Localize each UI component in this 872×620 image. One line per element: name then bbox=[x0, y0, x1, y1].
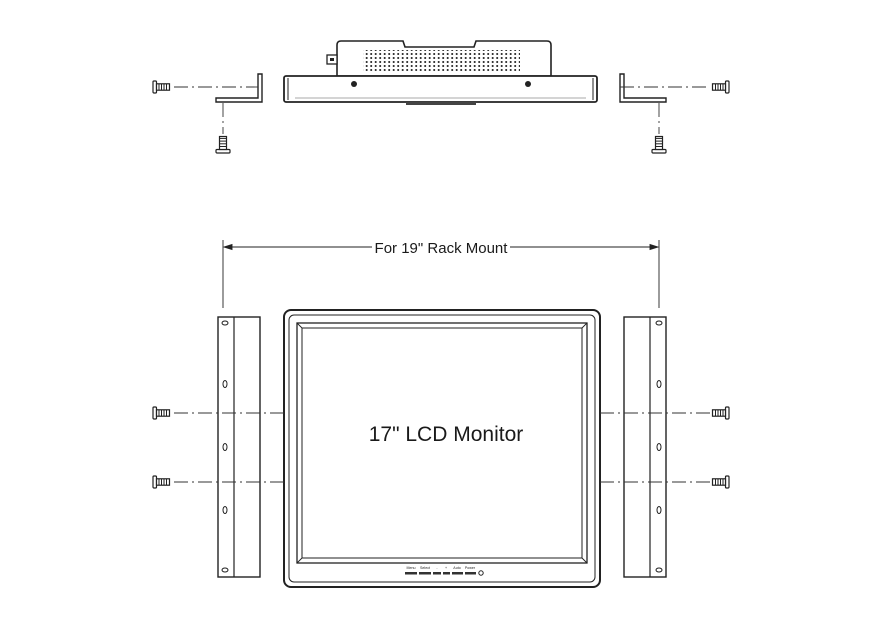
button-label-minus: - bbox=[436, 566, 438, 570]
button-label-select: Select bbox=[420, 566, 430, 570]
top-view-vent-grille bbox=[363, 50, 520, 72]
button-label-power: Power bbox=[465, 566, 476, 570]
front-button-panel: Menu Select - + Auto Power bbox=[405, 566, 484, 576]
screw-icon bbox=[711, 80, 730, 94]
monitor-front bbox=[283, 309, 601, 588]
screw-icon bbox=[152, 475, 171, 489]
top-view-mount-hole-left bbox=[351, 81, 357, 87]
button-label-auto: Auto bbox=[453, 566, 460, 570]
screw-icon bbox=[152, 80, 171, 94]
top-view bbox=[152, 40, 730, 154]
rack-ear-right bbox=[623, 316, 667, 578]
screw-icon bbox=[711, 475, 730, 489]
screw-icon bbox=[215, 135, 231, 154]
button-label-plus: + bbox=[445, 566, 447, 570]
screw-icon bbox=[152, 406, 171, 420]
top-view-bracket-right bbox=[619, 73, 667, 103]
rack-ear-left bbox=[217, 316, 261, 578]
front-view: For 19" Rack Mount bbox=[152, 240, 730, 588]
screw-icon bbox=[651, 135, 667, 154]
top-view-button-strip bbox=[406, 102, 476, 105]
top-view-mount-hole-right bbox=[525, 81, 531, 87]
rack-mount-label: For 19" Rack Mount bbox=[375, 240, 509, 257]
screw-icon bbox=[711, 406, 730, 420]
rack-dimension-line bbox=[222, 240, 660, 308]
top-view-bracket-left bbox=[215, 73, 263, 103]
button-label-menu: Menu bbox=[407, 566, 416, 570]
monitor-label: 17" LCD Monitor bbox=[369, 423, 524, 446]
power-led-icon bbox=[478, 570, 484, 576]
